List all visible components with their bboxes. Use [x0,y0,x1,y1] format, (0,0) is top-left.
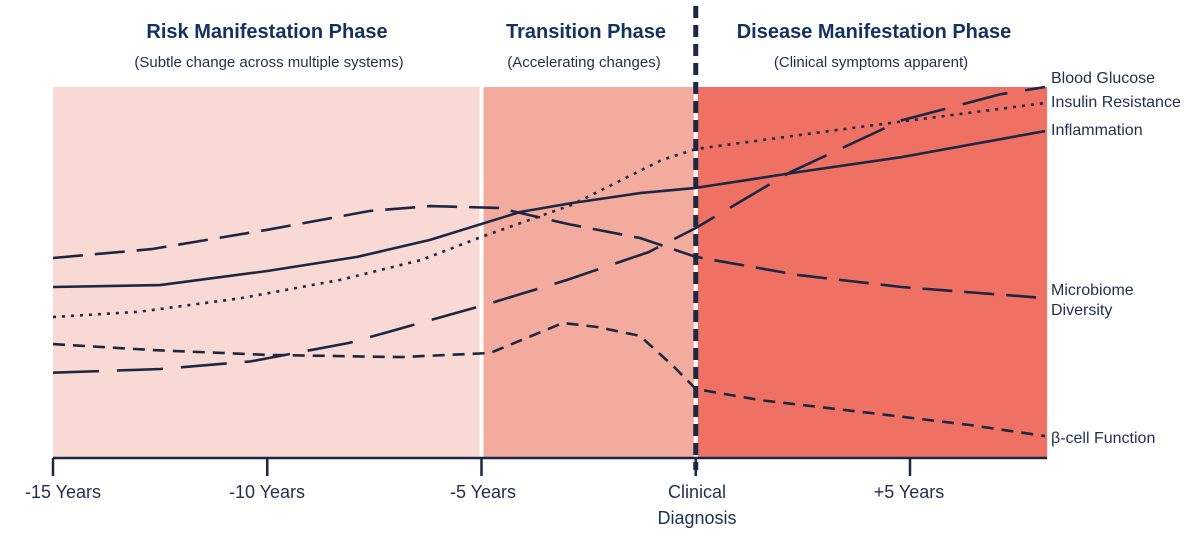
phase-band-disease-manifestation-phase [697,87,1048,458]
series-line-cell-function [52,321,1046,438]
series-label-blood-glucose: Blood Glucose [1051,70,1156,87]
phase-title-transition: Transition Phase [505,21,667,43]
phase-band-risk-manifestation-phase [53,87,480,458]
series-label-beta-cell-function: β-cell Function [1051,430,1156,447]
series-label-inflammation: Inflammation [1051,122,1143,139]
series-line-blood-glucose [52,85,1046,374]
tick-label-clinical-diagnosis: Clinical Diagnosis [657,482,737,528]
phase-subtitle-disease: (Clinical symptoms apparent) [773,54,969,71]
phase-subtitle-transition: (Accelerating changes) [507,54,661,71]
phase-title-risk: Risk Manifestation Phase [146,21,388,43]
series-line-microbiome-diversity [52,204,1046,300]
series-line-insulin-resistance [52,101,1046,319]
series-label-insulin-resistance: Insulin Resistance [1051,94,1181,111]
phase-title-disease: Disease Manifestation Phase [736,21,1012,43]
series-line-inflammation [52,129,1046,289]
tick-label-minus-5-years: -5 Years [449,482,517,502]
series-label-microbiome-diversity: Microbiome Diversity [1051,282,1134,319]
tick-label-minus-15-years: -15 Years [24,482,102,502]
tick-label-minus-10-years: -10 Years [228,482,306,502]
phase-subtitle-risk: (Subtle change across multiple systems) [134,54,404,71]
tick-label-plus-5-years: +5 Years [873,482,945,502]
